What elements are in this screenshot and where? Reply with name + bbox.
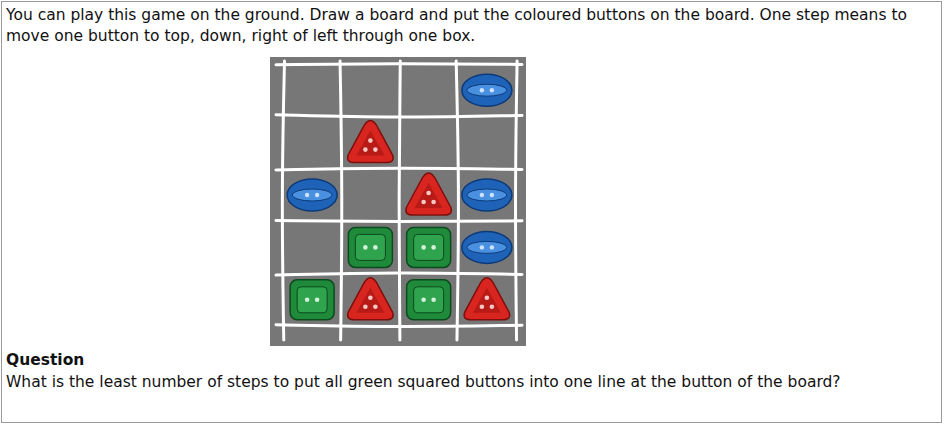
blue-button [462,179,512,211]
grid-line [276,219,522,223]
grid-line [282,61,284,340]
blue-button [462,74,512,106]
grid-line [399,61,400,340]
grid-line [276,325,522,327]
red-button [348,278,394,320]
grid-line [276,168,522,170]
board-ground [270,57,526,346]
intro-text: You can play this game on the ground. Dr… [6,5,940,47]
red-button [348,121,394,163]
red-button [406,173,452,215]
grid-line [340,61,342,340]
grid-line [516,61,518,340]
red-button [464,278,510,320]
green-button [407,227,451,267]
blue-button [462,231,512,263]
green-button [290,280,334,320]
blue-button [287,179,337,211]
question-text: What is the least number of steps to put… [6,372,940,393]
grid-line [276,64,522,65]
question-heading: Question [6,350,306,371]
grid-line [456,61,458,340]
green-button [407,280,451,320]
grid-line [276,115,522,117]
grid-line [276,273,522,275]
green-button [348,227,392,267]
